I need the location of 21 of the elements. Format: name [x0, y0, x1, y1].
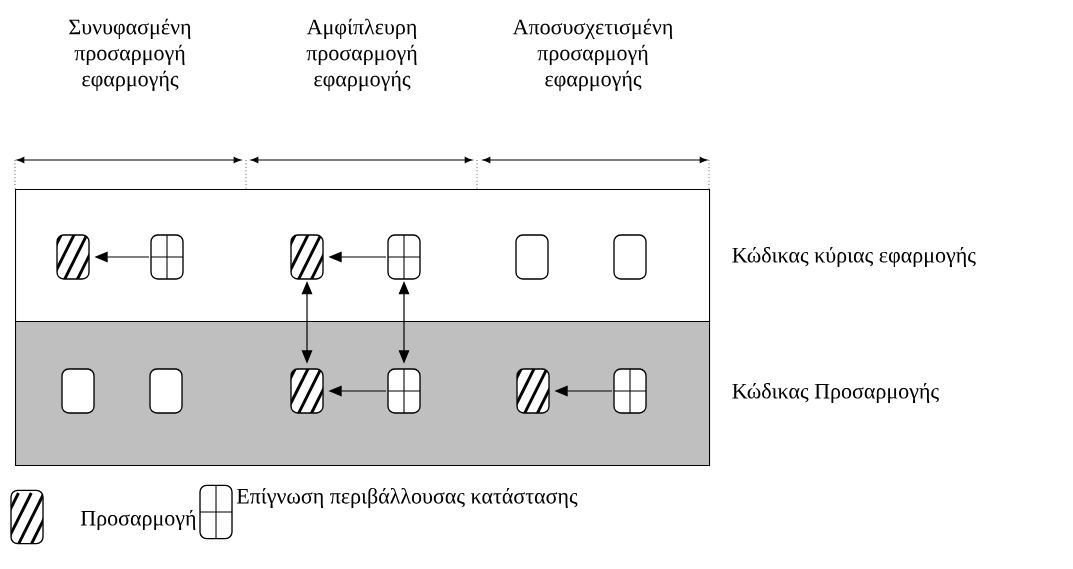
column-heading: Αποσυσχετισμένη προσαρμογή εφαρμογής: [512, 18, 673, 91]
grid-box: [387, 234, 421, 280]
empty-box: [515, 234, 549, 280]
legend-text: Επίγνωση περιβάλλουσας κατάστασης: [236, 487, 578, 509]
grid-box: [613, 368, 647, 414]
band: [15, 189, 711, 323]
grid-box: [150, 234, 184, 280]
hatched-box: [516, 368, 550, 414]
empty-box: [613, 234, 647, 280]
hatched-box: [56, 234, 90, 280]
empty-box: [61, 368, 95, 414]
column-heading: Αμφίπλευρη προσαρμογή εφαρμογής: [306, 18, 417, 91]
band-label: Κώδικας κύριας εφαρμογής: [732, 246, 976, 268]
legend-text: Προσαρμογή: [80, 509, 196, 531]
hatched-box: [290, 368, 324, 414]
band-label: Κώδικας Προσαρμογής: [732, 382, 939, 404]
band: [15, 321, 711, 467]
hatched-box: [290, 234, 324, 280]
empty-box: [149, 368, 183, 414]
column-heading: Συνυφασμένη προσαρμογή εφαρμογής: [69, 18, 191, 91]
grid-box: [387, 368, 421, 414]
